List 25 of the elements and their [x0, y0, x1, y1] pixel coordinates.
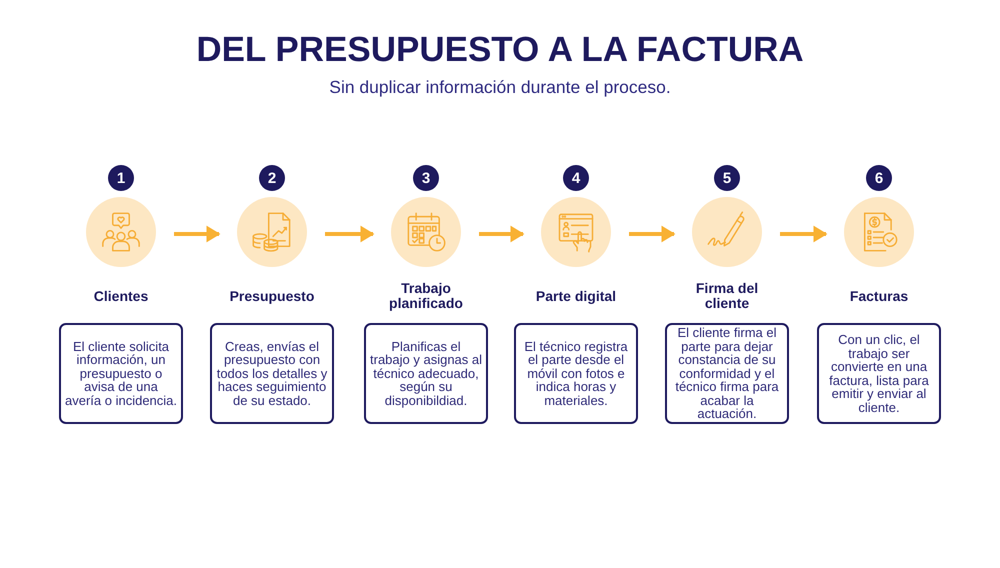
step-number: 5	[714, 165, 740, 191]
step-title: Facturas	[848, 288, 910, 304]
step-number: 3	[413, 165, 439, 191]
step-description: Planificas el trabajo y asignas al técnico adecuado, según su disponibildiad.	[370, 340, 482, 408]
step-number: 1	[108, 165, 134, 191]
arrow	[479, 226, 524, 242]
step-title: Trabajo planificado	[388, 281, 464, 311]
step-number: 6	[866, 165, 892, 191]
step-title: Firma del cliente	[694, 281, 760, 311]
arrow	[325, 226, 374, 242]
step-title: Presupuesto	[228, 288, 316, 304]
title: DEL PRESUPUESTO A LA FACTURA	[196, 29, 804, 71]
arrow	[629, 226, 676, 242]
subtitle: Sin duplicar información durante el proceso.	[329, 76, 671, 98]
step-description: Con un clic, el trabajo ser convierte en una factura, lista para emitir y enviar al cliente.	[828, 333, 930, 414]
arrow	[780, 226, 828, 242]
step-description: El cliente solicita información, un presupuesto o avisa de una avería o incidencia.	[65, 340, 177, 408]
arrow	[174, 226, 220, 242]
step-number: 4	[563, 165, 589, 191]
step-title: Parte digital	[534, 288, 618, 304]
step-title: Clientes	[92, 288, 150, 304]
step-number: 2	[259, 165, 285, 191]
step-description: El cliente firma el parte para dejar constancia de su conformidad y el técnico firma para acabar la actuación.	[674, 326, 780, 421]
step-description: El técnico registra el parte desde el móvil con fotos e indica horas y materiales.	[523, 340, 629, 408]
step-description: Creas, envías el presupuesto con todos los detalles y haces seguimiento de su estado.	[216, 340, 328, 408]
